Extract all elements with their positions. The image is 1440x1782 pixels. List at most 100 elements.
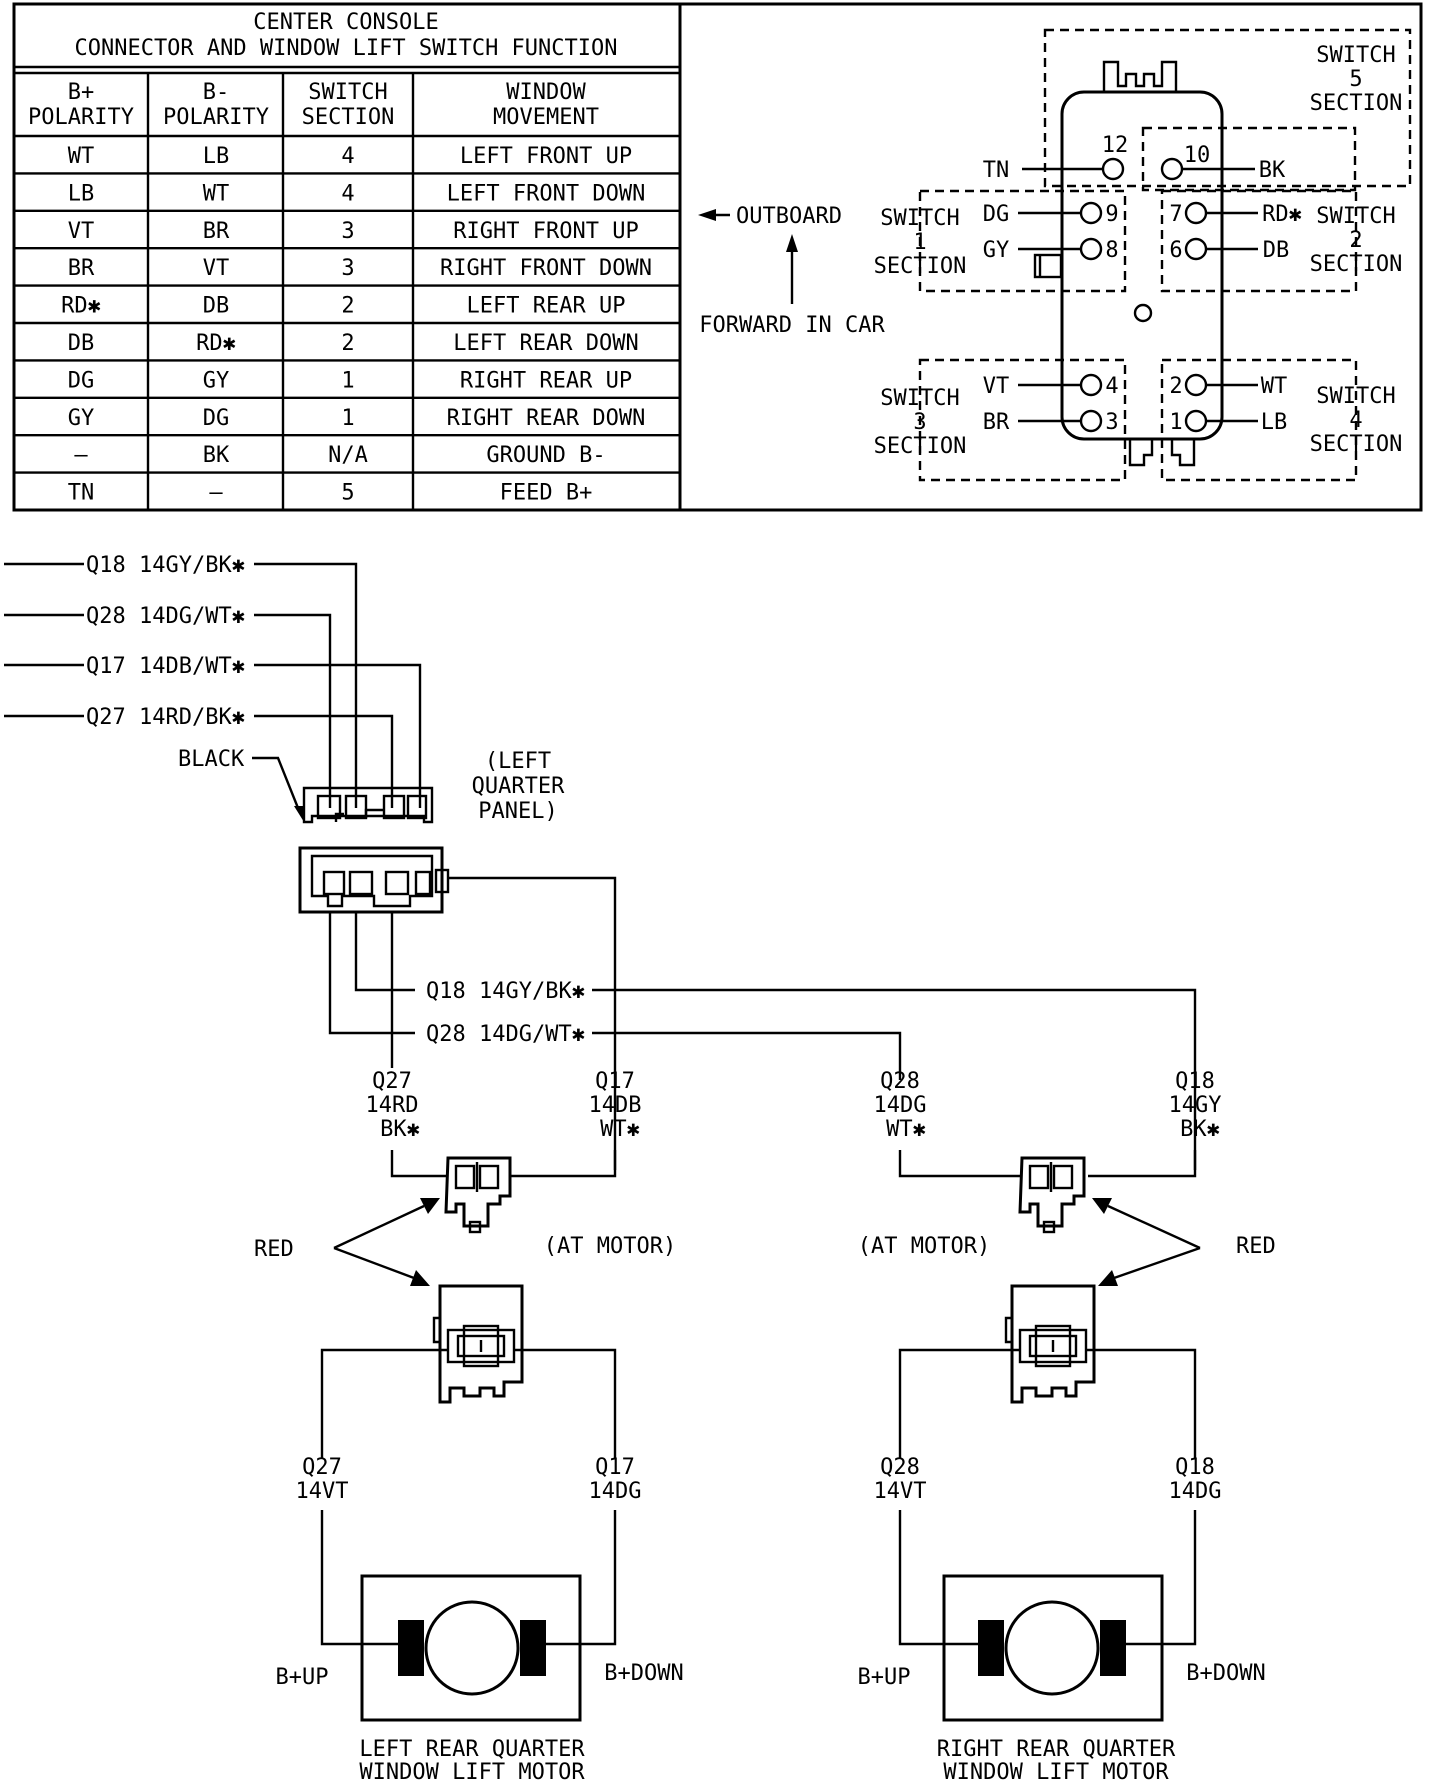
svg-text:Q17: Q17	[595, 1455, 635, 1480]
table-cell-switch-section: 2	[341, 331, 354, 356]
svg-text:14DG: 14DG	[874, 1093, 927, 1118]
table-cell-window-movement: LEFT REAR DOWN	[453, 331, 638, 356]
svg-text:SECTION: SECTION	[1310, 91, 1403, 116]
table-cell-window-movement: RIGHT FRONT DOWN	[440, 256, 652, 281]
left-motor-connector-upper	[444, 1156, 512, 1234]
pin-6-number: 6	[1169, 238, 1182, 263]
switch-section-2-outline	[1160, 189, 1358, 293]
pin-3: 3 BR	[983, 409, 1119, 435]
table-cell-b-plus: —	[74, 443, 88, 468]
left-red-label: RED	[254, 1237, 294, 1262]
pin-7-number: 7	[1169, 202, 1182, 227]
pin-9-number: 9	[1105, 202, 1118, 227]
outboard-arrow: OUTBOARD	[698, 204, 842, 229]
svg-text:14VT: 14VT	[296, 1479, 349, 1504]
table-cell-window-movement: GROUND B-	[486, 443, 605, 468]
pin-10-number: 10	[1184, 143, 1211, 168]
svg-text:Q18: Q18	[1175, 1069, 1215, 1094]
svg-text:Q27: Q27	[302, 1455, 342, 1480]
forward-label: FORWARD IN CAR	[699, 313, 885, 338]
pin-4-number: 4	[1105, 374, 1118, 399]
svg-text:WT✱: WT✱	[600, 1117, 640, 1142]
header-switch: SWITCH	[308, 80, 387, 105]
svg-text:SWITCH: SWITCH	[880, 386, 959, 411]
svg-text:14DB: 14DB	[589, 1093, 642, 1118]
table-cell-b-plus: GY	[68, 406, 95, 431]
table-cell-b-plus: RD✱	[61, 294, 101, 319]
pin-3-number: 3	[1105, 410, 1118, 435]
left-motor-connector-lower	[432, 1284, 524, 1404]
right-b-down: B+DOWN	[1186, 1661, 1265, 1686]
right-motor-connector-lower	[1004, 1284, 1096, 1404]
switch-section-5-label: SWITCH 5 SECTION	[1310, 43, 1403, 116]
table-cell-switch-section: 4	[341, 144, 354, 169]
table-cell-b-minus: VT	[203, 256, 230, 281]
input-wire-q18: Q18 14GY/BK✱	[86, 553, 245, 578]
table-cell-b-minus: GY	[203, 368, 230, 393]
pin-8-number: 8	[1105, 238, 1118, 263]
right-motor-title-line1: RIGHT REAR QUARTER	[937, 1737, 1176, 1762]
table-cell-switch-section: 5	[341, 481, 354, 506]
pin-12-wire: TN	[983, 158, 1010, 183]
svg-text:SWITCH: SWITCH	[1316, 384, 1395, 409]
pin-12-number: 12	[1102, 133, 1129, 158]
header-movement: MOVEMENT	[493, 105, 599, 130]
left-window-lift-motor	[360, 1574, 582, 1722]
table-cell-b-minus: RD✱	[196, 331, 236, 356]
table-cell-b-plus: VT	[68, 219, 95, 244]
svg-text:Q28: Q28	[880, 1455, 920, 1480]
table-title-line2: CONNECTOR AND WINDOW LIFT SWITCH FUNCTIO…	[74, 36, 617, 61]
table-cell-switch-section: 3	[341, 219, 354, 244]
table-cell-window-movement: FEED B+	[500, 481, 593, 506]
right-q28-motor-label: Q28 14VT	[874, 1455, 927, 1504]
pin-9: 9 DG	[983, 201, 1119, 227]
pin-1-number: 1	[1169, 410, 1182, 435]
right-motor-connector-upper	[1018, 1156, 1086, 1234]
table-cell-b-plus: LB	[68, 181, 95, 206]
left-motor-title-line1: LEFT REAR QUARTER	[359, 1737, 585, 1762]
table-cell-window-movement: LEFT REAR UP	[467, 294, 626, 319]
svg-text:WT✱: WT✱	[886, 1117, 926, 1142]
svg-text:Q17: Q17	[595, 1069, 635, 1094]
svg-text:SECTION: SECTION	[874, 434, 967, 459]
left-b-down: B+DOWN	[604, 1661, 683, 1686]
svg-text:2: 2	[1349, 228, 1362, 253]
harness-diagram: Q18 14GY/BK✱ Q28 14DG/WT✱ Q17 14DB/WT✱ Q…	[4, 553, 1276, 1782]
switch-section-4-outline	[1160, 358, 1358, 482]
svg-text:SWITCH: SWITCH	[1316, 43, 1395, 68]
table-title-line1: CENTER CONSOLE	[253, 10, 438, 35]
pin-4: 4 VT	[983, 373, 1119, 399]
switch-section-5-outline	[1043, 28, 1412, 188]
pin-6: 6 DB	[1169, 237, 1289, 263]
right-at-motor: (AT MOTOR)	[858, 1234, 990, 1259]
left-q27-label: Q27 14RD BK✱	[366, 1069, 420, 1142]
svg-text:Q28: Q28	[880, 1069, 920, 1094]
table-cell-b-minus: LB	[203, 144, 230, 169]
table-cell-b-minus: WT	[203, 181, 230, 206]
switch-section-1-label: SWITCH 1 SECTION	[874, 206, 967, 279]
pin-8-wire: GY	[983, 238, 1010, 263]
right-b-up: B+UP	[858, 1665, 911, 1690]
svg-text:14DG: 14DG	[1169, 1479, 1222, 1504]
svg-text:BK✱: BK✱	[1180, 1117, 1220, 1142]
svg-text:SWITCH: SWITCH	[1316, 204, 1395, 229]
svg-text:SECTION: SECTION	[1310, 432, 1403, 457]
table-cell-window-movement: LEFT FRONT UP	[460, 144, 632, 169]
svg-text:1: 1	[913, 230, 926, 255]
svg-text:14DG: 14DG	[589, 1479, 642, 1504]
table-cell-b-minus: —	[209, 481, 223, 506]
pin-9-wire: DG	[983, 202, 1010, 227]
table-cell-b-plus: DG	[68, 368, 95, 393]
quarter-panel-line3: PANEL)	[478, 799, 557, 824]
table-cell-window-movement: RIGHT REAR UP	[460, 368, 632, 393]
switch-section-3-label: SWITCH 3 SECTION	[874, 386, 967, 459]
left-motor-title-line2: WINDOW LIFT MOTOR	[359, 1760, 585, 1782]
connector-face-view: 12 TN 10 BK 9 DG 8 GY 7 RD✱	[698, 28, 1412, 482]
right-q18-label: Q18 14GY BK✱	[1169, 1069, 1222, 1142]
black-connector	[302, 786, 434, 824]
pin-7-wire: RD✱	[1262, 202, 1302, 227]
table-cell-window-movement: RIGHT FRONT UP	[453, 219, 638, 244]
svg-text:4: 4	[1349, 408, 1362, 433]
header-b-plus: B+	[68, 80, 95, 105]
svg-text:3: 3	[913, 410, 926, 435]
